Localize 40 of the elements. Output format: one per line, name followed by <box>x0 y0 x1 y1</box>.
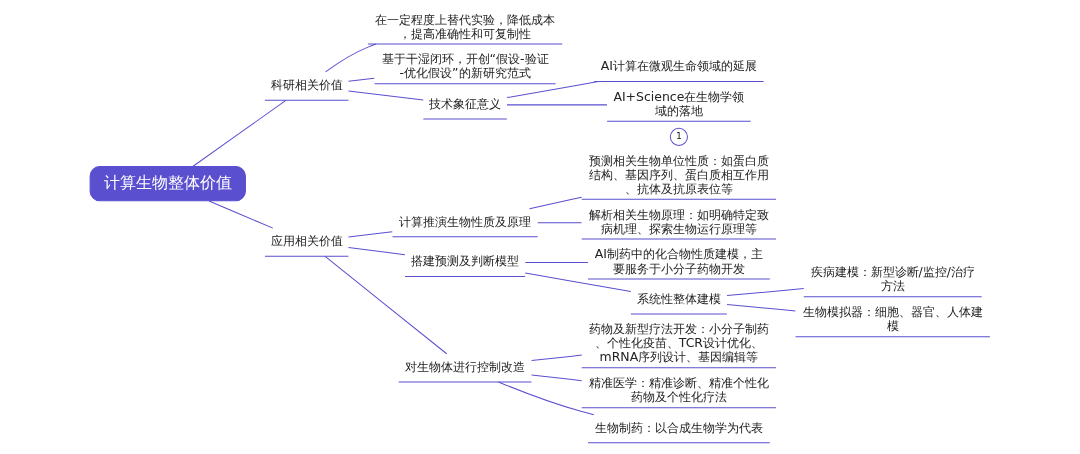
node-text: 系统性整体建模 <box>636 290 721 306</box>
connector <box>325 43 377 73</box>
node-text: 疾病建模：新型诊断/监控/治疗方法 <box>810 264 975 294</box>
node-text: 解析相关生物原理：如明确特定致病机理、探索生物运行原理等 <box>588 206 769 236</box>
node-text: 计算推演生物性质及原理 <box>399 213 532 229</box>
connector <box>506 81 599 99</box>
node-text: AI制药中的化合物性质建模，主要服务于小分子药物开发 <box>594 246 764 276</box>
node-text: 在一定程度上替代实验，降低成本，提高准确性和可复制性 <box>375 11 556 41</box>
connector <box>726 304 796 312</box>
node-label: 1 <box>675 130 682 142</box>
connector <box>347 231 393 238</box>
connector <box>506 104 608 106</box>
connector <box>531 374 583 382</box>
node-text: 精准医学：精准诊断、精准个性化药物及个性化疗法 <box>588 375 769 405</box>
connector <box>347 77 375 82</box>
node-text: AI计算在微观生命领域的延展 <box>600 58 758 74</box>
node-text: 基于干湿闭环，开创“假设-验证-优化假设”的新研究范式 <box>381 51 549 81</box>
connector <box>208 200 274 229</box>
connector <box>192 99 287 167</box>
connector <box>524 272 632 293</box>
node-text: 对生物体进行控制改造 <box>405 358 526 374</box>
connector <box>324 255 448 355</box>
node-text: AI+Science在生物学领域的落地 <box>613 88 745 118</box>
node-text: 药物及新型疗法开发：小分子制药、个性化疫苗、TCR设计优化、mRNA序列设计、基因编辑等 <box>588 321 769 365</box>
node-text: 科研相关价值 <box>270 77 343 93</box>
connector <box>347 247 406 256</box>
node-text: 预测相关生物单位性质：如蛋白质结构、基因序列、蛋白质相互作用、抗体及抗原表位等 <box>588 152 769 196</box>
node-text: 搭建预测及判断模型 <box>411 253 520 269</box>
node-text: 生物模拟器：细胞、器官、人体建模 <box>802 304 983 334</box>
connector <box>726 288 805 297</box>
node-text: 技术象征意义 <box>429 95 502 111</box>
node-text: 应用相关价值 <box>270 233 343 249</box>
node-box: 计算生物整体价值 <box>89 166 246 202</box>
connector <box>531 354 583 362</box>
connector <box>497 381 595 416</box>
connector <box>524 262 589 263</box>
node-text: 生物制药：以合成生物学为代表 <box>594 419 763 435</box>
connector <box>529 196 583 210</box>
connector <box>537 222 582 224</box>
connector <box>347 90 424 101</box>
